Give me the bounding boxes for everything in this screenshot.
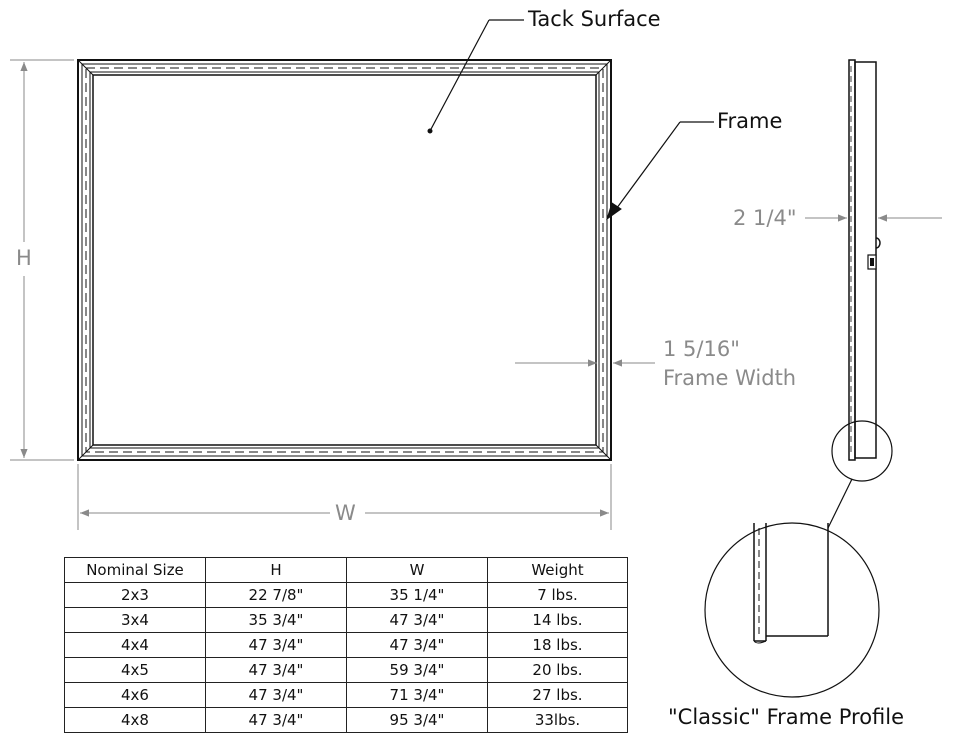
table-cell: 4x8 (64, 707, 206, 733)
table-header-row: Nominal Size H W Weight (64, 557, 628, 583)
table-cell: 35 1/4" (346, 582, 488, 608)
table-cell: 14 lbs. (487, 607, 628, 633)
table-cell: 7 lbs. (487, 582, 628, 608)
table-row: 2x3 22 7/8" 35 1/4" 7 lbs. (64, 582, 628, 608)
table-row: 4x6 47 3/4" 71 3/4" 27 lbs. (64, 682, 628, 708)
table-cell: 33lbs. (487, 707, 628, 733)
front-view-frame (77, 59, 612, 461)
table-cell: 2x3 (64, 582, 206, 608)
table-cell: 47 3/4" (346, 607, 488, 633)
column-header: W (346, 557, 488, 583)
frame-label: Frame (717, 109, 783, 133)
table-cell: 47 3/4" (205, 682, 347, 708)
width-dimension-label: W (335, 501, 356, 525)
frame-width-value: 1 5/16" (663, 337, 740, 361)
table-row: 3x4 35 3/4" 47 3/4" 14 lbs. (64, 607, 628, 633)
side-view (848, 59, 881, 461)
table-cell: 20 lbs. (487, 657, 628, 683)
table-cell: 59 3/4" (346, 657, 488, 683)
table-row: 4x5 47 3/4" 59 3/4" 20 lbs. (64, 657, 628, 683)
column-header: Weight (487, 557, 628, 583)
size-table: Nominal Size H W Weight 2x3 22 7/8" 35 1… (64, 557, 628, 733)
table-cell: 3x4 (64, 607, 206, 633)
table-cell: 4x5 (64, 657, 206, 683)
detail-callout (704, 420, 893, 698)
table-cell: 47 3/4" (346, 632, 488, 658)
frame-leader (606, 121, 714, 221)
height-dimension-label: H (16, 246, 32, 270)
profile-caption: "Classic" Frame Profile (668, 705, 905, 729)
height-dimension (10, 59, 74, 461)
depth-dimension-label: 2 1/4" (733, 206, 797, 230)
table-cell: 47 3/4" (205, 657, 347, 683)
table-cell: 95 3/4" (346, 707, 488, 733)
profile-detail (753, 523, 829, 644)
table-cell: 35 3/4" (205, 607, 347, 633)
table-cell: 27 lbs. (487, 682, 628, 708)
table-cell: 22 7/8" (205, 582, 347, 608)
tack-surface-leader (427, 19, 524, 134)
table-cell: 4x4 (64, 632, 206, 658)
table-cell: 47 3/4" (205, 632, 347, 658)
frame-width-label: Frame Width (663, 366, 797, 390)
table-row: 4x8 47 3/4" 95 3/4" 33lbs. (64, 707, 628, 733)
table-row: 4x4 47 3/4" 47 3/4" 18 lbs. (64, 632, 628, 658)
table-cell: 18 lbs. (487, 632, 628, 658)
tack-surface-label: Tack Surface (528, 7, 661, 31)
width-dimension (77, 464, 612, 530)
table-cell: 4x6 (64, 682, 206, 708)
column-header: Nominal Size (64, 557, 206, 583)
column-header: H (205, 557, 347, 583)
table-cell: 71 3/4" (346, 682, 488, 708)
table-cell: 47 3/4" (205, 707, 347, 733)
